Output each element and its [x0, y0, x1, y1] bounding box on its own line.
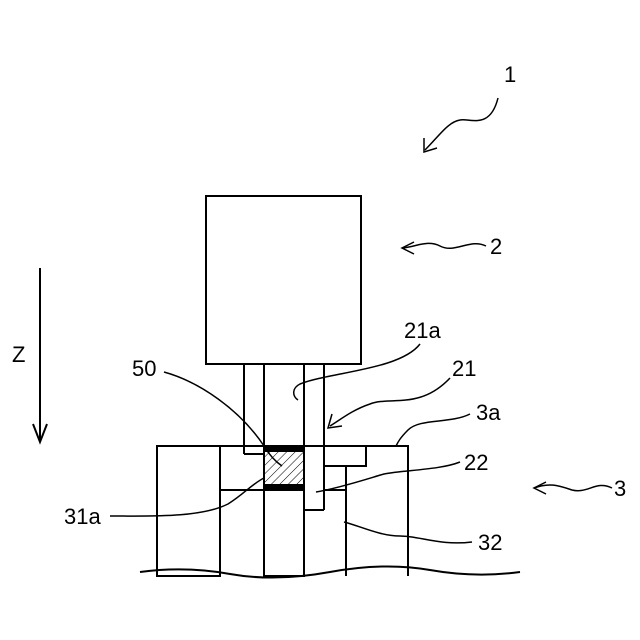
leader-3a [396, 414, 470, 446]
label-3: 3 [614, 476, 626, 501]
label-32: 32 [478, 530, 502, 555]
z-axis-arrow [33, 268, 47, 442]
label-31a: 31a [64, 504, 101, 529]
stage-block [140, 446, 520, 578]
label-1: 1 [504, 62, 516, 87]
label-22: 22 [464, 450, 488, 475]
label-50: 50 [132, 356, 156, 381]
head-block [206, 196, 361, 364]
leader-2 [403, 243, 486, 248]
label-21a: 21a [404, 318, 441, 343]
leader-21a [294, 344, 420, 400]
leader-21 [330, 378, 450, 426]
leader-1 [425, 98, 498, 150]
label-3a: 3a [476, 400, 501, 425]
label-2: 2 [490, 234, 502, 259]
material-50 [264, 446, 304, 490]
label-21: 21 [452, 356, 476, 381]
leader-3 [534, 485, 612, 491]
leader-31a [110, 478, 264, 516]
z-axis-label: Z [12, 342, 25, 367]
